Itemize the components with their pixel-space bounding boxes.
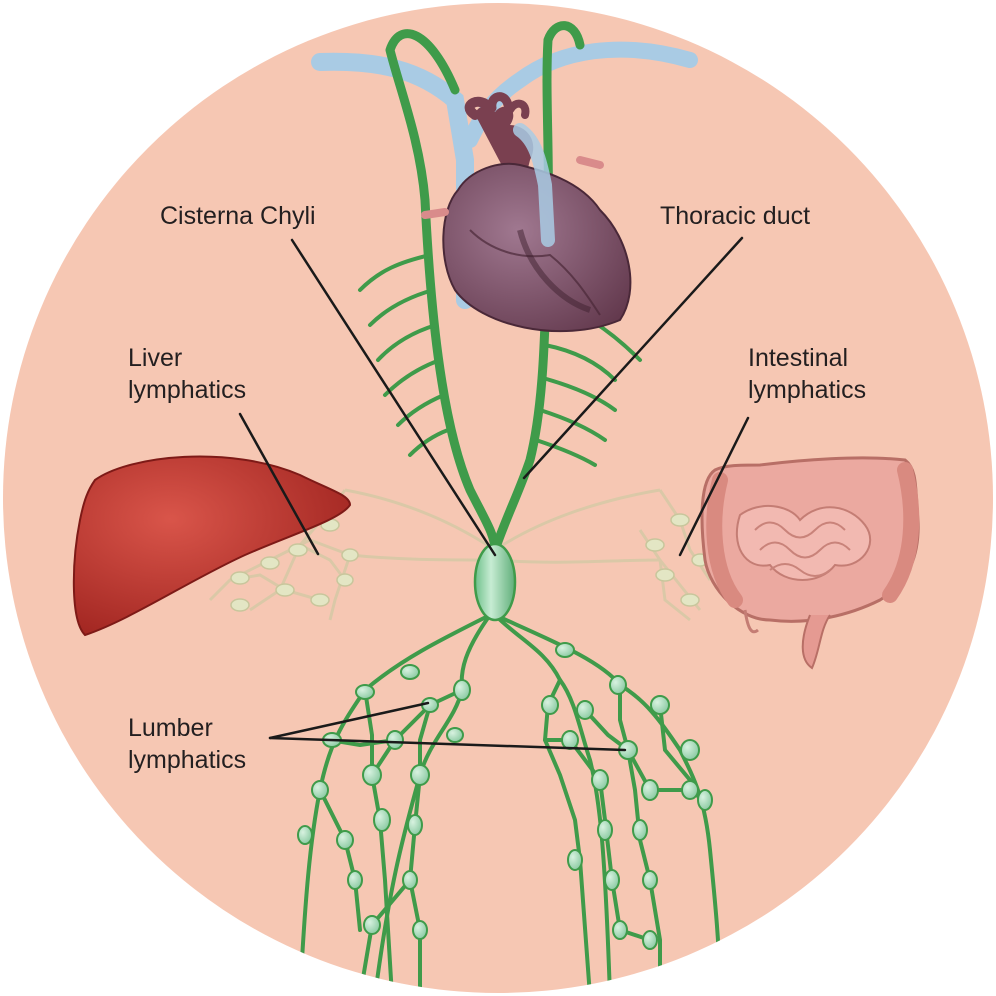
label-cisterna-chyli: Cisterna Chyli bbox=[160, 202, 316, 230]
lumbar-nodes bbox=[297, 642, 713, 950]
leader-lines bbox=[238, 236, 750, 752]
leader-intestinal-lymphatics bbox=[678, 416, 750, 557]
heart bbox=[421, 92, 632, 333]
leader-lumber-lymphatics-right bbox=[268, 736, 627, 752]
intestines bbox=[700, 456, 920, 670]
label-intestinal-lymphatics: Intestinal lymphatics bbox=[748, 342, 866, 406]
faint-nodes bbox=[230, 513, 709, 612]
label-intestinal-line2: lymphatics bbox=[748, 376, 867, 404]
cisterna-chyli bbox=[473, 542, 517, 622]
label-lumber-lymphatics: Lumber lymphatics bbox=[128, 712, 246, 776]
label-intestinal-line1: Intestinal bbox=[748, 344, 849, 372]
leader-cisterna-chyli bbox=[290, 238, 497, 557]
label-liver-line2: lymphatics bbox=[128, 376, 247, 404]
label-liver-line1: Liver bbox=[128, 344, 183, 372]
label-lumber-line1: Lumber bbox=[128, 714, 213, 742]
label-liver-lymphatics: Liver lymphatics bbox=[128, 342, 246, 406]
background-disc bbox=[3, 3, 993, 993]
label-lumber-line2: lymphatics bbox=[128, 746, 247, 774]
leader-thoracic-duct bbox=[522, 236, 744, 480]
leader-liver-lymphatics bbox=[238, 412, 320, 556]
label-thoracic-duct: Thoracic duct bbox=[660, 202, 811, 230]
leader-lumber-lymphatics-left bbox=[268, 701, 430, 740]
liver bbox=[72, 455, 352, 637]
